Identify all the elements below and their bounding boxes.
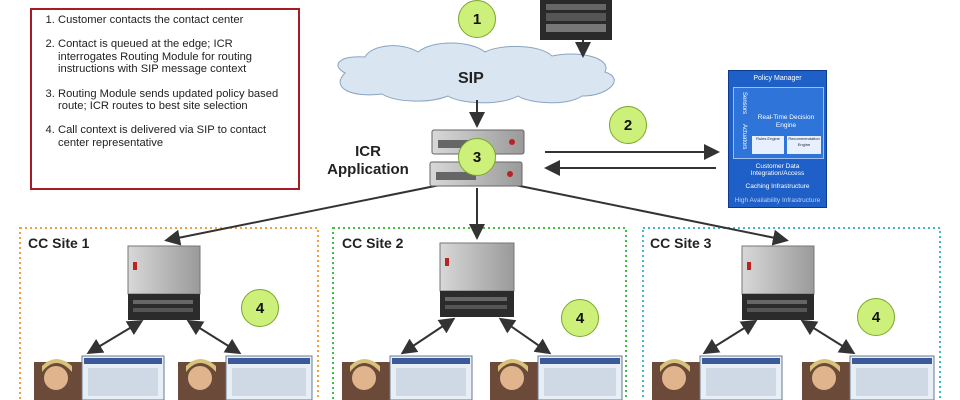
- step-3: Routing Module sends updated policy base…: [58, 88, 292, 113]
- site-border-1: [19, 227, 319, 400]
- arrow-site2-agent-a: [400, 317, 456, 355]
- pm-sensors: Sensors: [741, 92, 747, 115]
- site-title-1: CC Site 1: [28, 235, 90, 251]
- pm-recommendation: Recommendation Engine: [787, 136, 821, 154]
- site3-server: [741, 245, 815, 320]
- arrow-site1-agent-a: [86, 319, 144, 355]
- arrow-site3-agent-a: [702, 319, 758, 355]
- cloud-label: SIP: [458, 70, 484, 87]
- sip-cloud: [337, 42, 615, 104]
- icr-label-line2: Application: [327, 161, 409, 178]
- pm-engine-panel: Sensors Actuators Real-Time Decision Eng…: [733, 87, 824, 159]
- step-marker-1: 1: [458, 0, 496, 38]
- arrow-icr-to-site1: [164, 184, 441, 246]
- arrow-site2-agent-b: [498, 317, 552, 355]
- pm-engine: Real-Time Decision Engine: [757, 114, 815, 129]
- step-marker-2: 2: [609, 106, 647, 144]
- arrow-site3-agent-b: [800, 319, 856, 355]
- pm-rules: Rules Engine: [752, 136, 784, 154]
- pm-actuators: Actuators: [741, 124, 747, 150]
- pm-ha: High Availability Infrastructure: [734, 197, 821, 204]
- site2-server: [439, 242, 515, 317]
- policy-manager: Policy Manager Sensors Actuators Real-Ti…: [728, 70, 827, 208]
- site-title-2: CC Site 2: [342, 235, 404, 251]
- sip-gateway-device: [540, 0, 612, 40]
- site-title-3: CC Site 3: [650, 235, 712, 251]
- steps-box: Customer contacts the contact center Con…: [30, 8, 300, 190]
- step-1: Customer contacts the contact center: [58, 14, 292, 26]
- agent-workstation: [34, 355, 935, 400]
- arrow-site1-agent-b: [186, 319, 242, 355]
- pm-title: Policy Manager: [753, 75, 802, 82]
- icr-label-line1: ICR: [355, 143, 381, 160]
- step-marker-4-site1: 4: [241, 289, 279, 327]
- arrow-icr-to-site3: [514, 184, 789, 246]
- step-marker-3: 3: [458, 138, 496, 176]
- step-marker-4-site2: 4: [561, 299, 599, 337]
- pm-caching: Caching Infrastructure: [745, 183, 810, 190]
- pm-customer-data: Customer Data Integration/Access: [750, 163, 805, 177]
- step-marker-4-site3: 4: [857, 298, 895, 336]
- step-2: Contact is queued at the edge; ICR inter…: [58, 38, 292, 75]
- icr-label: ICR Application: [322, 143, 414, 179]
- step-4: Call context is delivered via SIP to con…: [58, 124, 292, 149]
- steps-list: Customer contacts the contact center Con…: [32, 10, 298, 149]
- site1-server: [127, 245, 201, 320]
- site-border-3: [642, 227, 941, 400]
